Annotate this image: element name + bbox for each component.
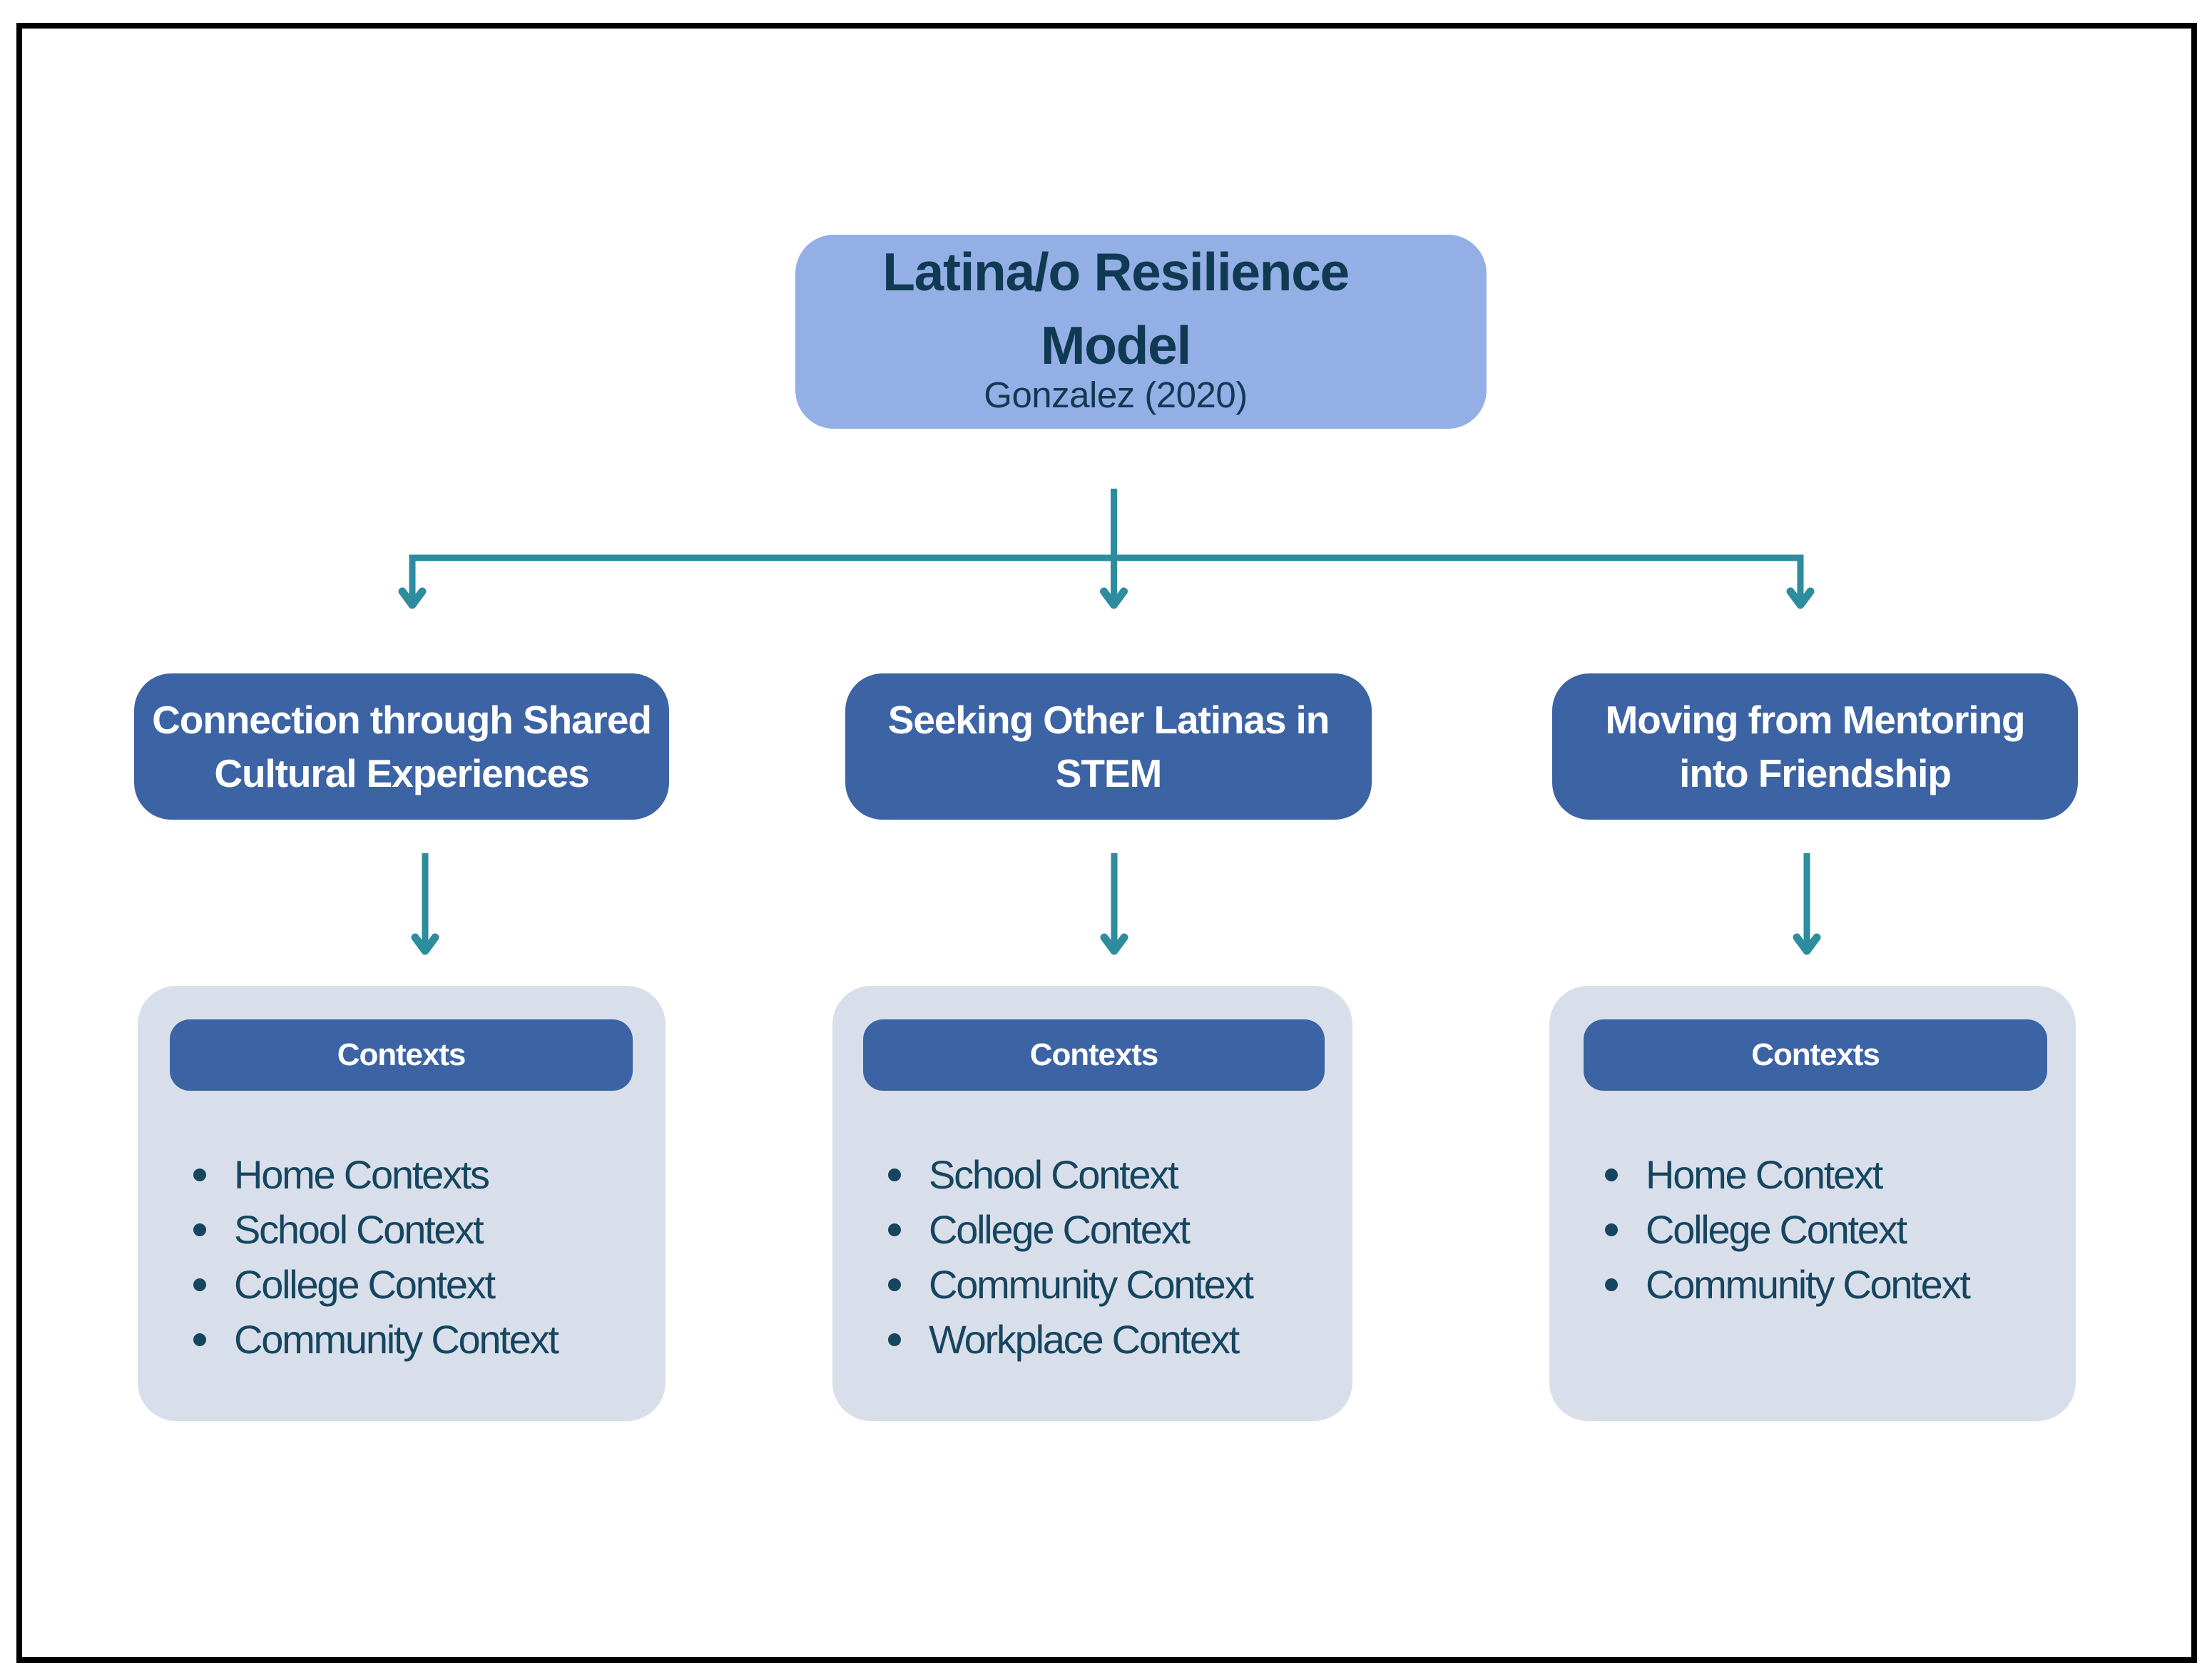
list-item: Community Context <box>888 1257 1254 1312</box>
branch-node-label: Seeking Other Latinas in STEM <box>845 693 1372 800</box>
branch-label-line: Connection through Shared <box>152 698 652 742</box>
list-item: Home Contexts <box>193 1147 558 1202</box>
list-item-label: School Context <box>929 1152 1179 1197</box>
branch-label-line: Seeking Other Latinas in <box>887 698 1330 742</box>
bullet-icon <box>193 1169 206 1181</box>
bullet-icon <box>1605 1223 1618 1236</box>
list-item-label: College Context <box>1646 1207 1907 1252</box>
branch-label-line: into Friendship <box>1679 751 1952 795</box>
root-node-box <box>795 235 1487 429</box>
branch-node-label: Connection through Shared Cultural Exper… <box>134 693 669 800</box>
branch-label-line: Cultural Experiences <box>214 751 589 795</box>
bullet-icon <box>193 1278 206 1291</box>
list-item: College Context <box>193 1257 558 1312</box>
list-item-label: Community Context <box>1646 1262 1971 1307</box>
bullet-icon <box>1605 1169 1618 1181</box>
bullet-icon <box>1605 1278 1618 1291</box>
root-node-title: Latina/o Resilience Model <box>795 235 1436 382</box>
list-item-label: Workplace Context <box>929 1317 1240 1362</box>
branch-node-box <box>134 673 669 820</box>
bullet-icon <box>888 1278 901 1291</box>
branch-node-label: Moving from Mentoring into Friendship <box>1552 693 2078 800</box>
list-item: College Context <box>888 1202 1253 1257</box>
arrowhead-icon <box>1100 933 1128 955</box>
arrowhead-icon <box>398 587 427 609</box>
contexts-list: School Context College Context Community… <box>888 1147 1254 1367</box>
list-item: College Context <box>1605 1202 1969 1257</box>
branch-node-box <box>845 673 1372 820</box>
arrowhead-icon <box>1100 587 1128 609</box>
arrowhead-icon <box>1793 933 1821 955</box>
list-item-label: Community Context <box>929 1262 1254 1307</box>
contexts-header: Contexts <box>170 1019 633 1091</box>
list-item: School Context <box>193 1202 558 1257</box>
list-item: Community Context <box>193 1312 559 1367</box>
contexts-header: Contexts <box>1584 1019 2047 1091</box>
contexts-header: Contexts <box>863 1019 1325 1091</box>
bullet-icon <box>193 1223 206 1236</box>
list-item-label: Home Context <box>1646 1152 1883 1197</box>
root-node-subtitle: Gonzalez (2020) <box>984 375 1248 415</box>
list-item: Home Context <box>1605 1147 1969 1202</box>
contexts-list: Home Context College Context Community C… <box>1605 1147 1971 1312</box>
branch-label-line: STEM <box>1055 751 1162 795</box>
branch-node-box <box>1552 673 2078 820</box>
list-item-label: College Context <box>234 1262 496 1307</box>
outer-border <box>16 23 2197 1663</box>
list-item-label: Home Contexts <box>234 1152 490 1197</box>
bullet-icon <box>888 1333 901 1346</box>
list-item: School Context <box>888 1147 1253 1202</box>
list-item-label: College Context <box>929 1207 1191 1252</box>
bullet-icon <box>193 1333 206 1346</box>
list-item-label: Community Context <box>234 1317 559 1362</box>
bullet-icon <box>888 1169 901 1181</box>
bullet-icon <box>888 1223 901 1236</box>
arrowhead-icon <box>1786 587 1815 609</box>
list-item: Community Context <box>1605 1257 1971 1312</box>
contexts-list: Home Contexts School Context College Con… <box>193 1147 559 1367</box>
arrowhead-icon <box>411 933 439 955</box>
list-item-label: School Context <box>234 1207 484 1252</box>
root-title-line1: Latina/o Resilience <box>882 242 1350 302</box>
branch-label-line: Moving from Mentoring <box>1605 698 2026 742</box>
root-title-line2: Model <box>1041 315 1191 375</box>
trunk-bracket-line <box>409 554 1804 601</box>
list-item: Workplace Context <box>888 1312 1253 1367</box>
